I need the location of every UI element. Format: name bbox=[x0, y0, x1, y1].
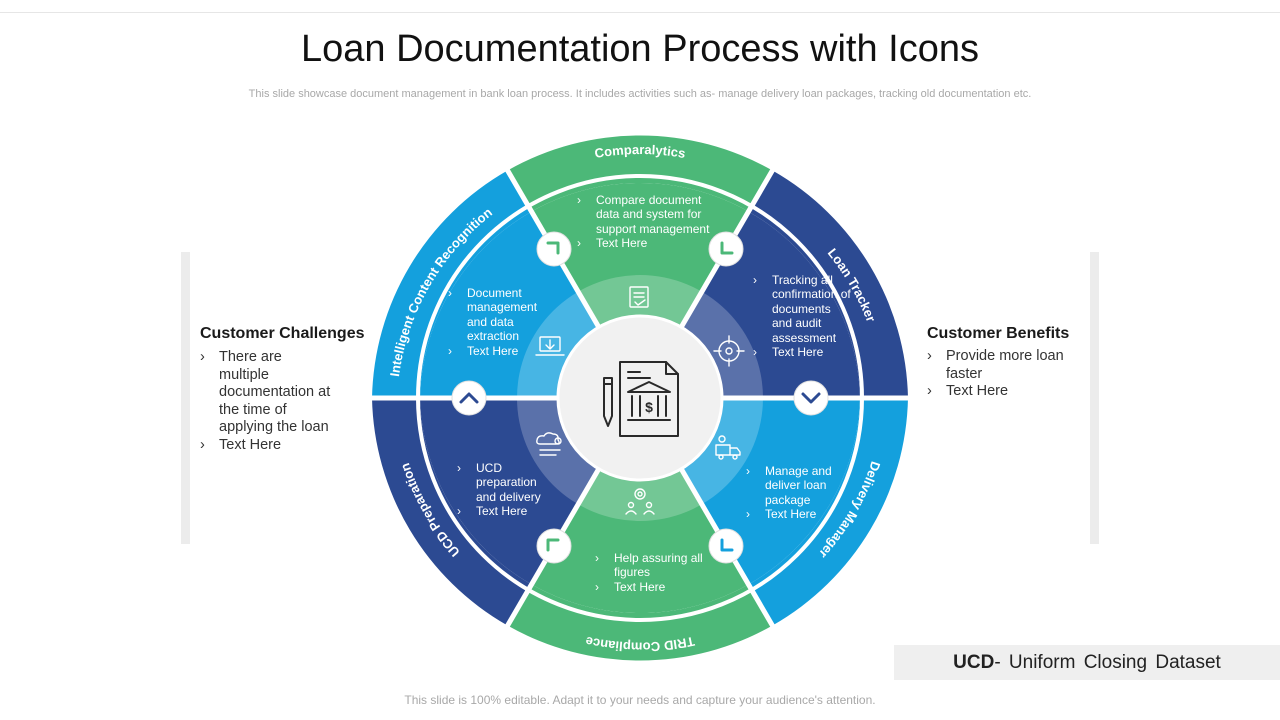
list-item: Text Here bbox=[746, 507, 846, 522]
chevron-down-left-icon bbox=[708, 528, 744, 564]
list-item: Manage and deliver loan package bbox=[746, 464, 846, 507]
chevron-up-icon bbox=[451, 380, 487, 416]
bank-document-icon bbox=[603, 361, 679, 437]
loan-tracker-description: Tracking all confirmation of documents a… bbox=[753, 273, 851, 360]
outer-segment-trid-compliance bbox=[507, 584, 773, 661]
intelligent-content-description: Document management and data extraction … bbox=[448, 286, 548, 358]
trid-compliance-description: Help assuring all figures Text Here bbox=[595, 551, 705, 595]
crosshair-icon bbox=[713, 335, 745, 367]
delivery-truck-icon bbox=[715, 435, 741, 460]
footnote-abbr: UCD bbox=[953, 652, 995, 673]
list-item: Text Here bbox=[577, 236, 717, 251]
list-item: Document management and data extraction bbox=[448, 286, 548, 344]
footnote-definition: - Uniform Closing Dataset bbox=[994, 652, 1221, 673]
right-accent-bar bbox=[1090, 252, 1099, 544]
list-item: Provide more loan faster bbox=[927, 348, 1067, 383]
list-item: Text Here bbox=[753, 345, 851, 360]
page-title: Loan Documentation Process with Icons bbox=[300, 28, 980, 70]
customer-benefits-list: Provide more loan faster Text Here bbox=[927, 348, 1067, 401]
left-accent-bar bbox=[181, 252, 190, 544]
list-item: Text Here bbox=[457, 504, 555, 519]
list-item: Text Here bbox=[927, 383, 1067, 401]
customer-benefits-title: Customer Benefits bbox=[927, 325, 1070, 342]
customer-challenges-title: Customer Challenges bbox=[200, 325, 365, 342]
list-item: There are multiple documentation at the … bbox=[200, 349, 335, 437]
list-item: Text Here bbox=[448, 344, 548, 359]
top-divider-line bbox=[0, 12, 1280, 13]
comparalytics-description: Compare document data and system for sup… bbox=[577, 193, 717, 251]
chevron-right-icon bbox=[536, 231, 572, 267]
bottom-note: This slide is 100% editable. Adapt it to… bbox=[404, 693, 876, 707]
delivery-manager-description: Manage and deliver loan package Text Her… bbox=[746, 464, 846, 522]
team-gear-icon bbox=[625, 488, 655, 515]
footnote-text: UCD- Uniform Closing Dataset bbox=[894, 652, 1280, 674]
segment-label-trid-compliance: TRID Compliance bbox=[584, 634, 696, 655]
footnote-box: UCD- Uniform Closing Dataset bbox=[894, 645, 1280, 680]
list-item: Tracking all confirmation of documents a… bbox=[753, 273, 851, 345]
page-subtitle: This slide showcase document management … bbox=[248, 88, 1032, 100]
chevron-up-left-icon bbox=[536, 528, 572, 564]
chevron-down-icon bbox=[793, 380, 829, 416]
dollar-sign-glyph: $ bbox=[645, 399, 653, 415]
list-item: Text Here bbox=[200, 437, 335, 455]
segment-label-comparalytics: Comparalytics bbox=[593, 142, 686, 161]
list-item: Text Here bbox=[595, 580, 705, 595]
cloud-data-icon bbox=[536, 432, 562, 456]
list-item: Compare document data and system for sup… bbox=[577, 193, 717, 236]
list-item: UCD preparation and delivery bbox=[457, 461, 555, 504]
outer-segment-ucd-preparation bbox=[372, 398, 532, 626]
checklist-icon bbox=[629, 286, 649, 308]
customer-challenges-list: There are multiple documentation at the … bbox=[200, 349, 335, 455]
list-item: Help assuring all figures bbox=[595, 551, 705, 580]
outer-segment-intelligent-content bbox=[372, 170, 532, 398]
ucd-preparation-description: UCD preparation and delivery Text Here bbox=[457, 461, 555, 519]
